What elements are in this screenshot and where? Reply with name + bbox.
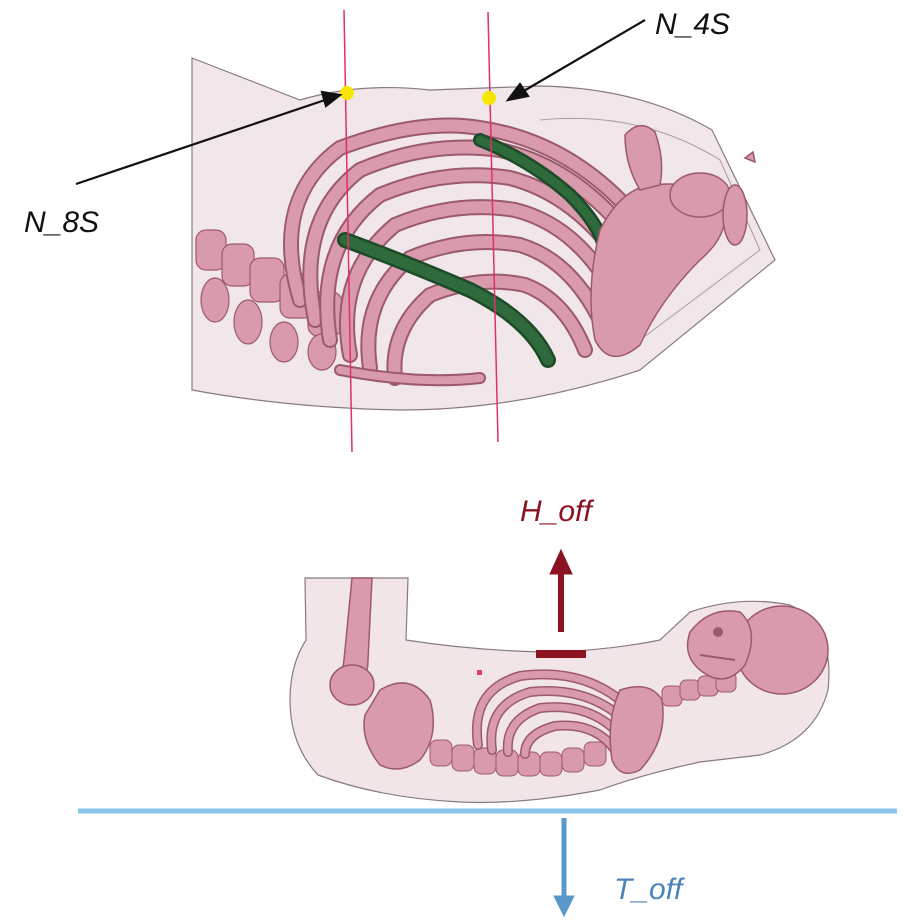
- h-off-arrow: [550, 550, 572, 632]
- node-n4s-marker: [482, 91, 496, 105]
- elbow-joint: [330, 665, 374, 705]
- h-off-load-pad: [536, 650, 586, 658]
- bottom-body-view: [78, 550, 897, 916]
- reference-marker: [477, 670, 482, 675]
- label-n8s: N_8S: [24, 208, 99, 238]
- label-t-off: T_off: [614, 875, 682, 905]
- label-n4s: N_4S: [655, 10, 730, 40]
- top-thorax-view: [76, 10, 775, 452]
- label-h-off: H_off: [520, 497, 592, 527]
- node-n8s-marker: [340, 86, 354, 100]
- t-off-arrow: [554, 818, 574, 916]
